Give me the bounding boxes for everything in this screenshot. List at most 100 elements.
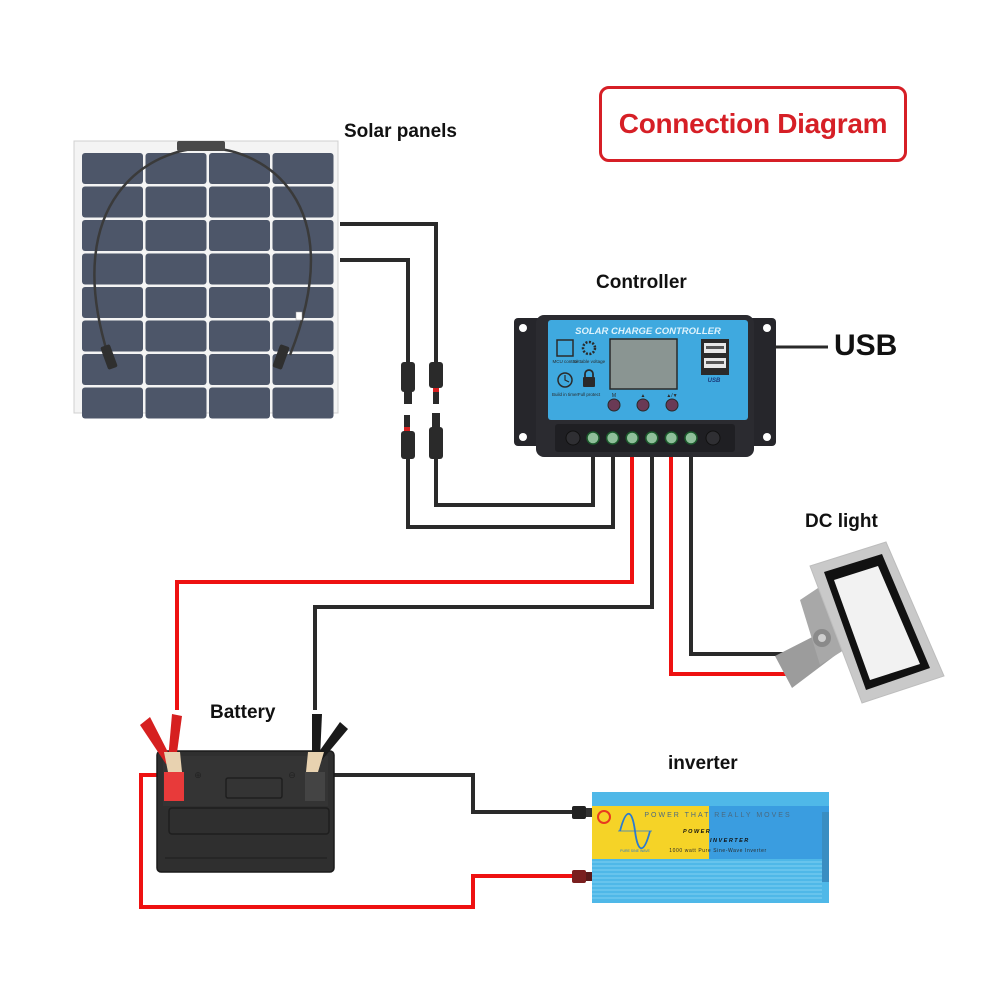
label-solar-panels: Solar panels [344, 121, 457, 142]
feature-label: Full protect [578, 392, 601, 397]
battery: ⊕ ⊖ [140, 714, 348, 873]
solar-cell [272, 354, 334, 385]
controller-button-up[interactable] [636, 398, 650, 412]
light-lens [834, 566, 920, 680]
lock-icon [583, 377, 595, 387]
terminal-strip [555, 424, 735, 452]
solar-cell [145, 220, 207, 251]
mc4-plug-left [100, 344, 118, 370]
terminals [586, 431, 698, 445]
button-label: ▲ [641, 393, 646, 399]
solar-cell [209, 220, 270, 251]
solar-cell [82, 287, 143, 318]
solar-panel [73, 140, 339, 419]
solar-cell [145, 354, 207, 385]
inverter-label-blue [709, 806, 829, 859]
solar-cell [272, 220, 334, 251]
wave-caption: PURE SINE WAVE [620, 849, 650, 853]
controller-terminal [586, 431, 600, 445]
inverter-slogan: POWER THAT REALLY MOVES [644, 812, 791, 819]
controller-button-updown[interactable] [665, 398, 679, 412]
chip-icon [556, 339, 574, 357]
controller-feature-icons: MCU control Settable voltage Build in ti… [552, 339, 606, 397]
feature-label: MCU control [552, 359, 577, 364]
solar-cell [82, 220, 143, 251]
pv-wire-1 [434, 455, 595, 507]
negative-symbol: ⊖ [288, 770, 296, 780]
label-battery: Battery [210, 702, 276, 723]
junction-box [177, 141, 225, 151]
solar-cells [82, 153, 334, 419]
solar-cell [209, 186, 270, 218]
label-inverter: inverter [668, 753, 738, 774]
negative-terminal [305, 772, 325, 801]
solar-cell [272, 320, 334, 352]
load-wire-positive [669, 455, 790, 676]
mc4-connector-top-left [401, 362, 415, 404]
controller-terminal [625, 431, 639, 445]
panel-wire-positive [340, 222, 438, 365]
red-clamp [140, 714, 182, 772]
positive-symbol: ⊕ [194, 770, 202, 780]
solar-cell [272, 287, 334, 318]
solar-cell [209, 320, 270, 352]
mc4-connector-bottom-right [429, 413, 443, 459]
controller-header: SOLAR CHARGE CONTROLLER [575, 326, 721, 337]
controller-terminal [664, 431, 679, 445]
controller-terminal [645, 431, 659, 445]
panel-wire-negative [340, 258, 410, 365]
solar-cell [209, 387, 270, 419]
feature-label: Settable voltage [573, 359, 606, 364]
inverter-terminal-negative [572, 806, 592, 819]
solar-cell [209, 253, 270, 285]
controller-button-menu[interactable] [607, 398, 621, 412]
usb-ports[interactable]: USB [701, 339, 729, 384]
charge-controller: SOLAR CHARGE CONTROLLER MCU control Sett… [514, 315, 776, 457]
label-dc-light: DC light [805, 511, 878, 532]
usb-badge: USB [708, 378, 721, 384]
title-box: Connection Diagram [599, 86, 907, 162]
solar-cell [272, 186, 334, 218]
solar-cell [145, 186, 207, 218]
solar-cell [82, 253, 143, 285]
label-usb: USB [834, 329, 898, 362]
clock-icon [557, 372, 573, 388]
inverter-wire-negative [318, 773, 580, 814]
solar-cell [82, 320, 143, 352]
inverter-brand-1: POWER [683, 829, 711, 835]
solar-cell [209, 287, 270, 318]
inverter-switch[interactable] [597, 810, 611, 824]
solar-cell [209, 153, 270, 184]
inverter-terminal-positive [572, 870, 592, 883]
power-inverter: PURE SINE WAVE POWER THAT REALLY MOVES P… [572, 792, 829, 903]
solar-cell [272, 253, 334, 285]
black-clamp [306, 714, 348, 772]
solar-cell [145, 287, 207, 318]
pv-wire-2 [406, 455, 615, 529]
feature-label: Build in timer [552, 392, 579, 397]
mc4-plug-right [272, 344, 290, 370]
controller-terminal [684, 431, 698, 445]
diagram-title: Connection Diagram [618, 108, 888, 139]
solar-cell [145, 253, 207, 285]
controller-terminal [605, 431, 620, 445]
mc4-connectors [401, 362, 443, 459]
solar-cell [145, 320, 207, 352]
controller-buttons: M ▲ ▲/▼ [607, 393, 679, 412]
solar-cell [82, 153, 143, 184]
label-controller: Controller [596, 272, 687, 293]
load-wire-negative [689, 455, 790, 656]
solar-cell [272, 153, 334, 184]
solar-cell [82, 387, 143, 419]
inverter-brand-2: INVERTER [710, 838, 750, 844]
gear-icon [581, 340, 597, 356]
battery-wire-positive [175, 455, 634, 710]
mc4-connector-top-right [429, 362, 443, 404]
positive-terminal [164, 772, 184, 801]
button-label: M [612, 393, 616, 399]
solar-cell [82, 354, 143, 385]
mc4-connector-bottom-left [401, 415, 415, 459]
solar-cell [272, 387, 334, 419]
